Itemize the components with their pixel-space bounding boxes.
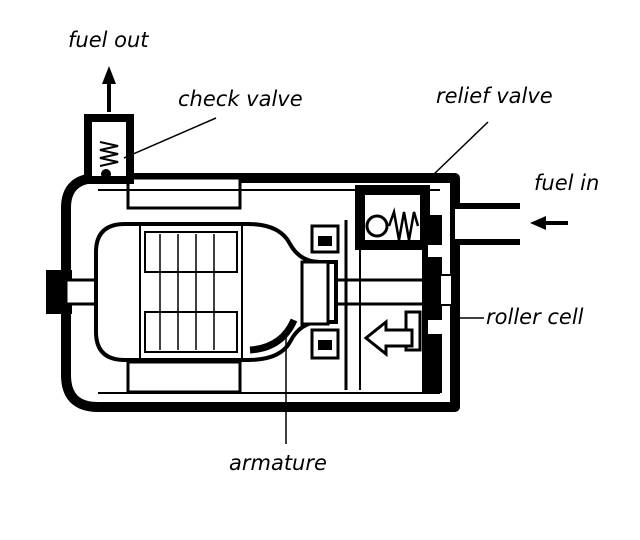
roller-cell-assembly [404, 215, 453, 393]
pump-housing [61, 173, 460, 412]
inlet-pipe [455, 203, 520, 245]
label-armature: armature [229, 451, 327, 475]
label-fuel-in: fuel in [534, 171, 599, 195]
leader-lines [123, 117, 489, 444]
flow-arrows [102, 66, 568, 358]
armature-shape [94, 222, 338, 362]
commutator-brushes [300, 224, 340, 360]
check-valve-assembly [84, 114, 134, 184]
internal-flow-arrow [363, 318, 414, 358]
label-fuel-out: fuel out [68, 28, 149, 52]
label-roller-cell: roller cell [486, 305, 584, 329]
label-relief-valve: relief valve [436, 84, 553, 108]
relief-valve-assembly [355, 185, 430, 250]
label-check-valve: check valve [178, 87, 303, 111]
